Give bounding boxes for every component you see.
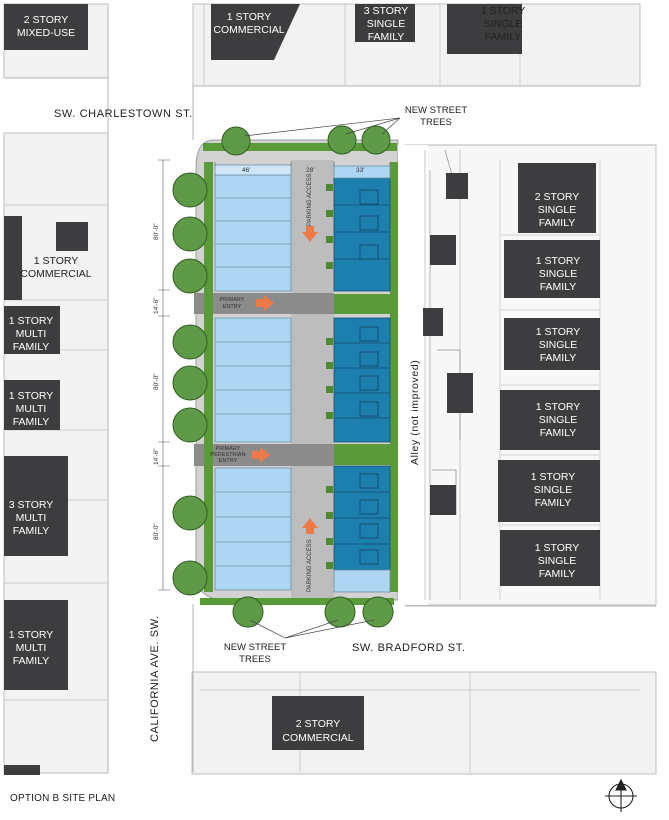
dim-33: 33' [356, 167, 364, 174]
dim-14-b: 14'-6" [153, 448, 160, 465]
street-trees [172, 125, 394, 628]
tree-icon [172, 365, 208, 401]
south-block [191, 671, 657, 775]
tree-icon [172, 324, 208, 360]
arrow-marks [252, 226, 318, 534]
north-arrow-icon [605, 778, 637, 812]
tree-icon [324, 596, 356, 628]
street-label-california: CALIFORNIA AVE. SW. [149, 615, 161, 742]
tree-icon [172, 258, 208, 294]
tree-icon [327, 125, 357, 155]
east-townhomes [333, 177, 391, 571]
tree-icon [362, 596, 394, 628]
dim-28: 28' [306, 167, 314, 174]
neighbor-buildings [4, 4, 600, 775]
street-label-charlestown: SW. CHARLESTOWN ST. [54, 108, 193, 120]
note-parking-access-north: PARKING ACCESS [307, 173, 313, 226]
parking-arrow-down-icon [302, 226, 318, 242]
note-parking-access-south: PARKING ACCESS [307, 539, 313, 592]
tree-icon [232, 596, 264, 628]
plan-caption: OPTION B SITE PLAN [10, 793, 116, 804]
entry-arrow-north-icon [256, 295, 274, 311]
tree-icon [172, 407, 208, 443]
tree-icon [221, 126, 251, 156]
dim-80-b: 80'-0" [153, 373, 160, 390]
dim-80-c: 80'-0" [153, 523, 160, 540]
tree-icon [172, 495, 208, 531]
planting-strips [200, 143, 398, 605]
parking-arrow-up-icon [302, 518, 318, 534]
alley-label: Alley (not improved) [409, 360, 421, 465]
alley [398, 145, 428, 605]
dim-46: 46' [242, 167, 250, 174]
tree-icon [172, 172, 208, 208]
entry-arrow-south-icon [252, 447, 270, 463]
dim-80-a: 80'-0" [153, 223, 160, 240]
dim-14-a: 14'-6" [153, 297, 160, 314]
label: 2 STORY [24, 14, 69, 26]
west-townhomes [214, 174, 292, 591]
tree-icon [172, 560, 208, 596]
street-label-bradford: SW. BRADFORD ST. [352, 642, 466, 654]
tree-icon [172, 216, 208, 252]
